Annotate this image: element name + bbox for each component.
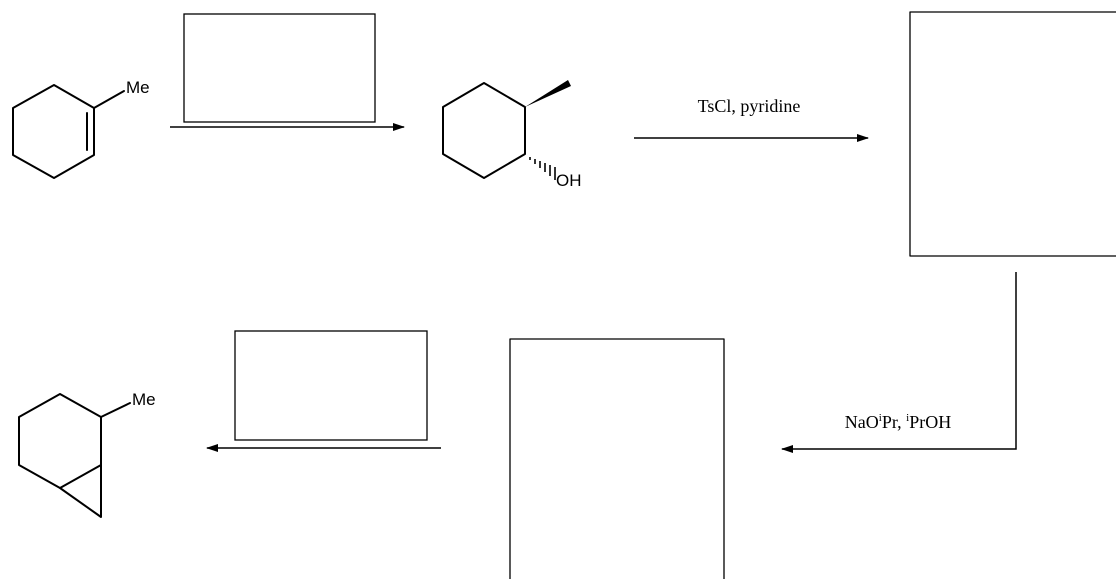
step3-bent-arrow xyxy=(781,272,1017,453)
final-product-substituent-label: Me xyxy=(132,390,156,409)
start-material-substituent-label: Me xyxy=(126,78,150,97)
step4-reagent-blank-box xyxy=(234,330,428,441)
step2-reagent-label: TsCl, pyridine xyxy=(698,96,801,116)
step3-reagent-label: NaOiPr, iPrOH xyxy=(845,412,951,432)
step3-product-blank-box xyxy=(509,338,725,579)
step1-reagent-blank-box xyxy=(183,13,376,123)
hydroxyl-hashed-bond xyxy=(529,157,556,180)
start-material-methylcyclohexene: Me xyxy=(12,78,150,179)
final-product-methylbicycloheptane: Me xyxy=(18,390,156,518)
intermediate-methylcyclohexanol: OH xyxy=(442,80,582,190)
methyl-wedge-bond xyxy=(525,80,571,107)
intermediate-hydroxyl-label: OH xyxy=(556,171,582,190)
step2-product-blank-box xyxy=(909,11,1116,257)
